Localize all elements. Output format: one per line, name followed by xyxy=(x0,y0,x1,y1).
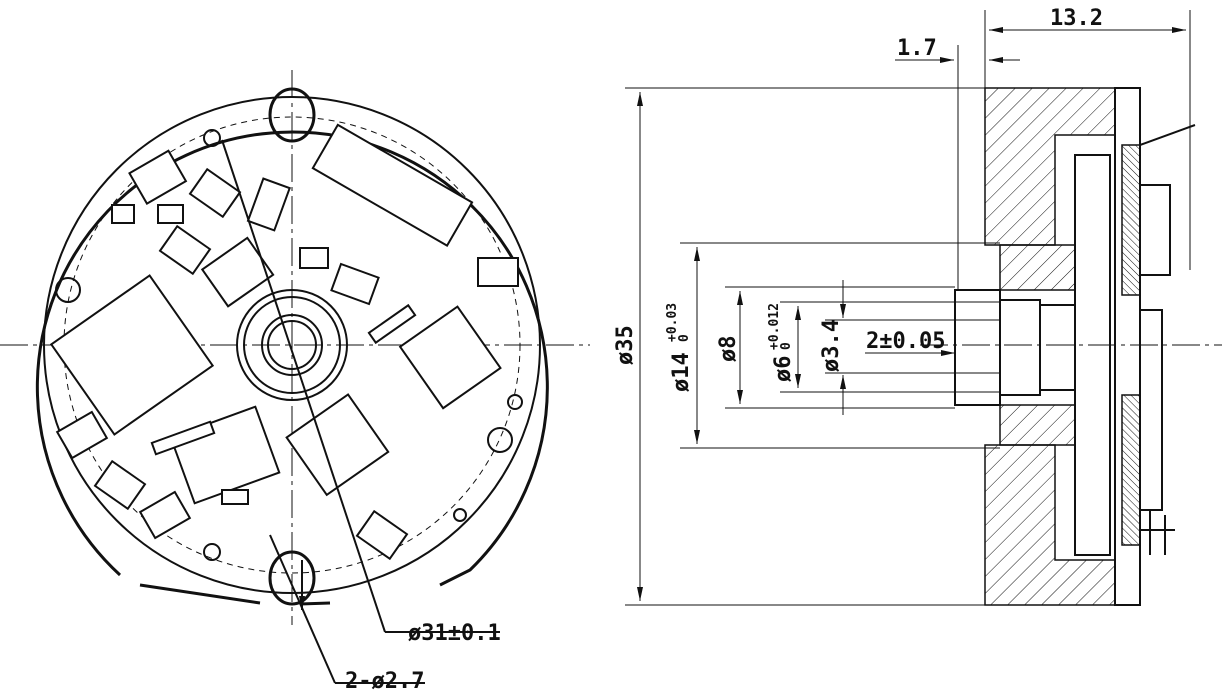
hub-tolerance-lower: 0 xyxy=(677,334,692,342)
mounting-hole-bottom xyxy=(268,550,316,606)
resistor xyxy=(111,204,135,224)
inner-diameter-label: ø3.4 xyxy=(819,319,844,372)
resistor-array xyxy=(150,420,216,456)
transistor xyxy=(188,167,242,219)
resistor xyxy=(299,247,329,269)
shaft-hub xyxy=(954,289,1001,406)
transistor xyxy=(330,262,380,306)
length-dimension-label: 13.2 xyxy=(1050,6,1103,31)
bore-diameter-label: ø8 xyxy=(716,336,741,363)
rotor-lower xyxy=(999,404,1076,446)
shaft-tolerance-lower: 0 xyxy=(779,342,794,350)
outer-housing-outline xyxy=(35,130,549,606)
outer-diameter-label: ø35 xyxy=(613,325,638,365)
shaft-tolerance-upper: +0.012 xyxy=(767,303,782,350)
transistor xyxy=(477,257,519,287)
housing-upper xyxy=(984,87,1116,246)
pcb-outline xyxy=(43,96,541,594)
resistor-array xyxy=(367,303,417,345)
shaft xyxy=(999,299,1041,396)
connector xyxy=(311,123,474,248)
hub-outer xyxy=(236,289,348,401)
hub-diameter-dimension: ø14 +0.03 0 xyxy=(665,303,694,392)
transistor xyxy=(158,224,212,276)
front-view-pcb: ø31±0.1 2-ø2.7 xyxy=(0,70,590,694)
hub-inner xyxy=(267,320,317,370)
ic-small xyxy=(200,236,275,308)
rotor-upper xyxy=(999,244,1076,291)
shaft-diameter-dimension: ø6 +0.012 0 xyxy=(767,303,796,382)
fiducial-hole xyxy=(487,427,513,453)
via xyxy=(453,508,467,522)
mounting-hole-top xyxy=(268,87,316,143)
transistor xyxy=(128,149,188,205)
hub-ring xyxy=(243,296,341,394)
pcd-leader xyxy=(221,139,386,633)
ic-soic xyxy=(285,393,390,497)
transistor xyxy=(138,490,192,540)
holes-dimension-label: 2-ø2.7 xyxy=(345,669,424,694)
via xyxy=(507,394,523,410)
flat-dimension-label: 2±0.05 xyxy=(866,329,945,354)
transistor xyxy=(93,459,147,511)
resistor xyxy=(221,489,249,505)
transistor xyxy=(355,509,409,561)
fiducial-hole xyxy=(55,277,81,303)
transistor xyxy=(55,410,109,460)
chip-large xyxy=(49,274,215,436)
shaft-step xyxy=(1039,304,1076,391)
component-side xyxy=(1139,309,1163,511)
housing-lower xyxy=(984,444,1116,606)
pins xyxy=(1140,510,1175,555)
resistor xyxy=(157,204,184,224)
cable xyxy=(1139,124,1196,146)
side-view-section: 13.2 1.7 ø35 ø14 +0.03 0 ø8 ø6 +0.012 0 … xyxy=(613,6,1222,606)
ic-soic xyxy=(398,305,502,410)
magnet-stack xyxy=(1074,154,1111,556)
pcb-section-upper xyxy=(1121,144,1141,296)
pcd-dimension-label: ø31±0.1 xyxy=(408,621,501,646)
shaft-diameter-label: ø6 xyxy=(771,356,796,383)
hub-tolerance-upper: +0.03 xyxy=(665,303,680,342)
pcb-section-lower xyxy=(1121,394,1141,546)
connector-side xyxy=(1139,184,1171,276)
chip xyxy=(169,405,281,505)
hub-bore xyxy=(261,314,323,376)
capacitor xyxy=(246,177,291,232)
offset-dimension-label: 1.7 xyxy=(897,36,937,61)
via xyxy=(203,129,221,147)
hub-diameter-label: ø14 xyxy=(669,352,694,392)
via xyxy=(203,543,221,561)
